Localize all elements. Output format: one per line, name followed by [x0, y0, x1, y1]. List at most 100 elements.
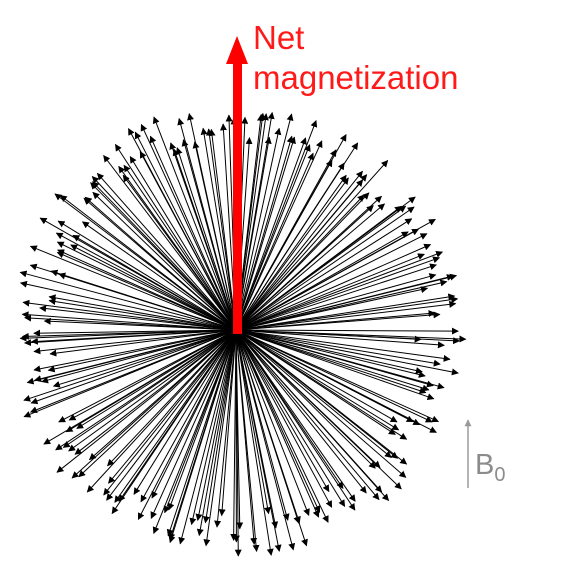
spin-vector — [200, 127, 237, 331]
spin-vector — [235, 250, 444, 331]
spin-vector — [103, 329, 237, 496]
spin-vector — [235, 228, 420, 331]
spin-vector — [235, 329, 310, 516]
spin-vector — [235, 203, 386, 331]
spin-vector — [39, 217, 237, 331]
spin-vector — [54, 193, 237, 331]
spin-vector — [22, 299, 237, 331]
spin-vector — [235, 329, 392, 458]
spin-vector — [177, 117, 237, 331]
spin-vector — [140, 123, 237, 331]
spin-vector — [235, 329, 274, 556]
spin-vector — [235, 273, 437, 331]
spin-vector — [235, 310, 436, 331]
spin-vector — [187, 113, 237, 331]
spin-vector — [214, 329, 237, 528]
spin-vector — [235, 273, 458, 331]
spin-vector — [139, 150, 237, 331]
spin-vector — [23, 329, 237, 418]
spin-vector — [195, 329, 237, 521]
spin-vector — [235, 205, 407, 331]
spin-vector — [235, 243, 432, 331]
spin-vector — [133, 329, 237, 495]
spin-vector — [88, 329, 237, 461]
spin-vector — [203, 329, 237, 547]
spin-vector — [235, 329, 320, 518]
spin-vector — [235, 329, 407, 478]
spin-vector — [235, 329, 258, 545]
spin-vector — [235, 253, 425, 331]
spin-vector — [235, 133, 347, 331]
spin-vector — [235, 329, 440, 423]
spin-vector — [235, 329, 459, 376]
spin-vector — [150, 329, 237, 519]
spin-vector — [235, 329, 333, 508]
spin-vector — [235, 329, 435, 401]
spin-vector — [235, 256, 441, 331]
spin-vector — [235, 142, 359, 331]
spin-vector — [70, 244, 237, 331]
spin-vector — [55, 232, 237, 331]
spin-vector — [205, 128, 237, 331]
spin-vector — [134, 131, 237, 331]
spin-vector — [235, 329, 376, 469]
spin-vector — [235, 174, 368, 331]
spin-vector — [76, 329, 237, 429]
spin-vector — [114, 143, 237, 331]
spin-vector — [33, 329, 237, 355]
spin-vector — [235, 300, 457, 331]
spin-vector — [235, 329, 330, 493]
spin-vector — [163, 329, 237, 514]
spin-vector — [235, 329, 426, 378]
spin-vector — [47, 329, 237, 373]
spin-vector — [106, 329, 237, 501]
spin-vector — [235, 329, 380, 501]
spin-vector — [235, 329, 383, 493]
spin-vector — [168, 329, 237, 544]
spin-vector — [68, 329, 237, 421]
spin-vector — [114, 329, 237, 503]
spin-vector — [23, 329, 237, 402]
spin-vector — [122, 174, 237, 331]
spin-vector — [39, 305, 237, 331]
spin-vector — [48, 298, 237, 331]
spin-vector — [235, 329, 301, 524]
spin-vector — [235, 206, 415, 331]
spin-vector — [235, 329, 329, 523]
spin-vector — [43, 329, 237, 445]
spin-vector — [83, 197, 237, 331]
spin-vector — [235, 329, 430, 392]
spin-vector — [57, 220, 237, 331]
spin-vector — [235, 329, 400, 431]
spin-vector — [235, 119, 318, 331]
spin-vector — [68, 329, 237, 452]
spin-vector — [235, 329, 346, 507]
net-label-line1: Net — [253, 19, 305, 56]
spin-vector — [140, 329, 237, 503]
spin-vector — [235, 329, 437, 433]
spin-vector — [235, 233, 428, 331]
spin-vector — [235, 293, 456, 331]
spin-vector — [235, 127, 282, 331]
spin-vector — [123, 164, 237, 331]
spin-vector — [218, 329, 237, 517]
spin-vector — [235, 329, 282, 552]
spin-vector — [235, 329, 445, 390]
spin-vector — [235, 286, 429, 331]
spin-vector — [24, 314, 237, 331]
spin-vector — [152, 116, 237, 331]
net-magnetization-arrow — [226, 36, 248, 334]
spin-vector — [235, 192, 370, 331]
spin-vector — [235, 135, 294, 331]
spin-vector — [55, 329, 237, 451]
spin-vector — [19, 270, 237, 331]
spin-vector — [21, 329, 237, 340]
spin-vector — [235, 329, 271, 515]
spin-vector — [57, 249, 237, 331]
spin-vector — [49, 329, 237, 357]
spin-vector — [189, 329, 237, 526]
spin-vector — [81, 221, 237, 331]
spin-vector — [96, 172, 237, 331]
spin-vector — [235, 329, 396, 435]
